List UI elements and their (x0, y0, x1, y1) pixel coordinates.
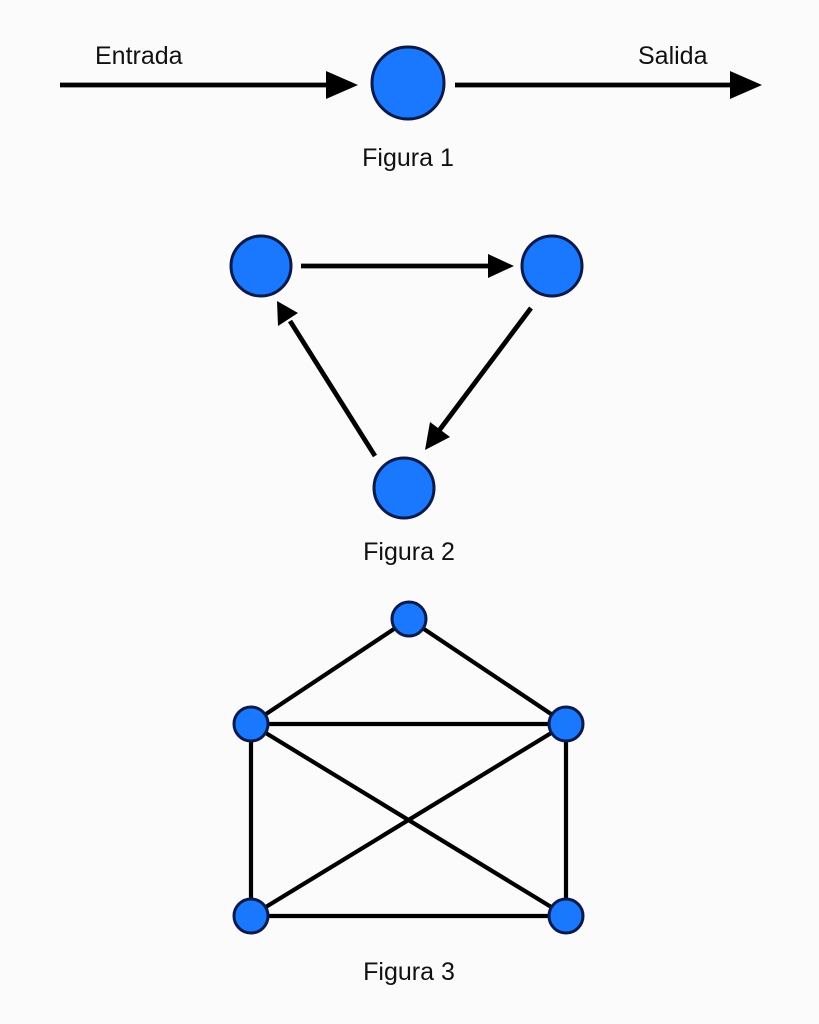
figure-1-caption: Figura 1 (362, 144, 454, 172)
figure-2-caption: Figura 2 (363, 538, 455, 566)
figure-2-node-top-left (229, 234, 293, 298)
figure-3-node-upper-left (232, 705, 270, 743)
input-label: Entrada (95, 42, 183, 70)
output-arrowhead (730, 71, 762, 99)
edge-diagonal-upper-right-to-lower-left (248, 721, 569, 919)
edge-top-to-upper-right (406, 616, 569, 727)
figure-3-node-lower-left (232, 897, 270, 935)
figure-3-node-upper-right (547, 705, 585, 743)
figure-3-node-top (390, 600, 428, 638)
figure-3: Figura 3 (232, 600, 585, 986)
figure-2: Figura 2 (229, 234, 584, 566)
input-arrowhead (326, 71, 358, 99)
figure-3-caption: Figura 3 (363, 958, 455, 986)
arrowhead-top-left (277, 301, 298, 326)
edge-top-to-upper-left (248, 616, 412, 727)
output-label: Salida (638, 42, 708, 70)
edge-bottom-to-top-left (287, 319, 378, 458)
figure-3-node-lower-right (547, 897, 585, 935)
figure-1-node (370, 45, 446, 121)
figure-1: Entrada Salida Figura 1 (60, 42, 762, 172)
figure-2-node-top-right (520, 234, 584, 298)
figure-2-node-bottom (372, 456, 436, 520)
arrowhead-bottom (425, 422, 450, 450)
edge-top-right-to-bottom (436, 306, 533, 434)
arrowhead-top-right (488, 254, 514, 278)
